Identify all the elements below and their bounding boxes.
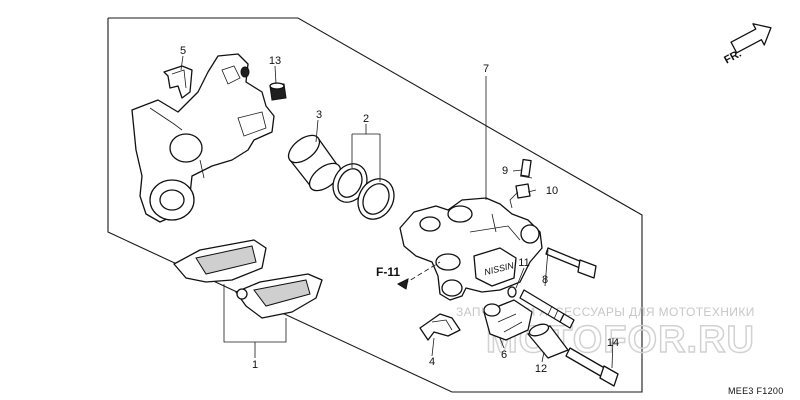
- callout-11: 11: [518, 257, 529, 269]
- svg-text:F-11: F-11: [376, 265, 400, 279]
- callout-6: 6: [501, 349, 507, 361]
- pin-bolt-part-8: [545, 247, 597, 279]
- pad-spring-part-5: [163, 65, 193, 99]
- bolt-part-14: [565, 347, 619, 387]
- pad-retainer-part-4: [419, 313, 461, 341]
- pin-boot-part-6: [483, 299, 533, 341]
- callout-1: 1: [252, 359, 258, 371]
- sleeve-part-12: [527, 323, 569, 359]
- caliper-body-part-7: NISSIN: [399, 197, 543, 301]
- callout-4: 4: [429, 356, 435, 368]
- caliper-bracket: [131, 53, 275, 223]
- callout-10: 10: [546, 185, 558, 197]
- callout-7: 7: [483, 63, 489, 75]
- diagram-code: MEE3 F1200: [728, 386, 784, 396]
- front-direction-arrow: FR.: [722, 23, 772, 67]
- piston-part-3: [287, 134, 342, 192]
- callout-5: 5: [180, 45, 186, 57]
- bleed-screw-part-9: [519, 158, 533, 179]
- callout-9: 9: [502, 165, 508, 177]
- callout-14: 14: [607, 337, 619, 349]
- bleed-cap-part-13: [269, 82, 287, 101]
- callout-8: 8: [542, 274, 548, 286]
- watermark-brand: MOTOFOR.RU: [486, 319, 755, 361]
- slide-pin-part-8: [519, 289, 575, 329]
- callout-13: 13: [269, 55, 281, 67]
- callout-3: 3: [316, 109, 322, 121]
- piston-seal-part-2-inner: [332, 163, 368, 203]
- callout-12: 12: [535, 363, 547, 375]
- assembly-frame: [107, 17, 643, 393]
- piston-seal-part-2-outer: [357, 178, 395, 220]
- brake-pad-part-1-lower: [235, 273, 323, 319]
- bleeder-valve-part-10: [509, 183, 531, 209]
- brake-pad-part-1-upper: [173, 239, 267, 283]
- reference-arrow-f11: F-11: [376, 265, 409, 290]
- leader-lines: [180, 55, 614, 369]
- callout-2: 2: [363, 113, 369, 125]
- o-ring-part-11: [507, 286, 517, 298]
